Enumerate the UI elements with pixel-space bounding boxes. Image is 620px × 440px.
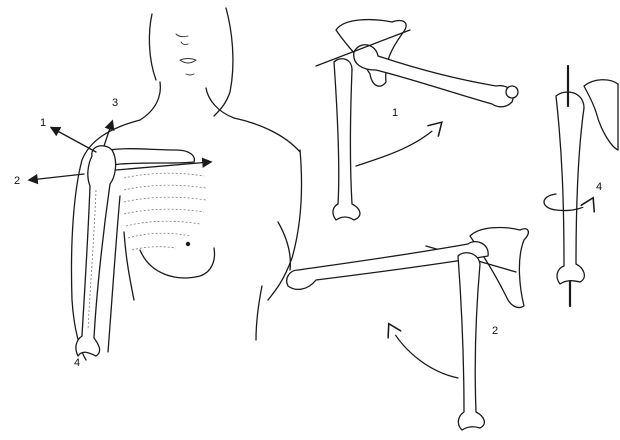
torso-figure	[71, 8, 301, 360]
abduction-curved-arrow	[356, 124, 440, 166]
label-1-abduction: 1	[392, 108, 398, 119]
label-4-rotation: 4	[596, 182, 602, 193]
label-3-front: 3	[112, 98, 118, 109]
extension-curved-arrow	[390, 326, 458, 378]
abduction-panel	[316, 20, 518, 220]
label-1-front: 1	[40, 118, 46, 129]
rotation-panel	[544, 66, 618, 306]
label-2-front: 2	[14, 176, 20, 187]
arrow-1-front-arrow	[52, 128, 96, 152]
label-4-front: 4	[74, 358, 80, 369]
label-2-extension: 2	[492, 326, 498, 337]
arrow-2-lateral-arrow	[30, 174, 84, 180]
